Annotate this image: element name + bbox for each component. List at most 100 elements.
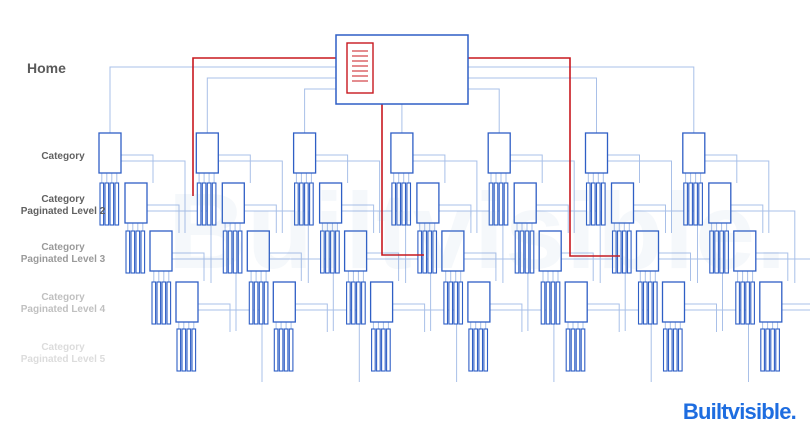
pagination-link-line <box>172 252 205 281</box>
deep-link-line <box>704 160 770 233</box>
pagination-link-line <box>684 303 717 332</box>
paginated-product-bar <box>765 328 770 372</box>
pagination-link-line <box>412 154 446 183</box>
paginated-product-bar <box>770 328 775 372</box>
deep-link-line <box>781 309 810 311</box>
paginated-product-bar <box>550 281 556 325</box>
category-page-box <box>584 132 609 174</box>
paginated-product-bar <box>320 230 325 274</box>
paginated-product-bar <box>386 328 391 372</box>
paginated-page-box <box>221 182 245 224</box>
pagination-link-line <box>536 204 569 233</box>
paginated-product-bar <box>760 328 765 372</box>
category-product-bar <box>698 182 703 226</box>
paginated-page-box <box>416 182 440 224</box>
paginated-product-bar <box>140 230 146 274</box>
paginated-product-bar <box>273 328 279 372</box>
category-page-box <box>292 132 317 174</box>
paginated-product-bar <box>432 230 438 274</box>
paginated-product-bar <box>325 230 330 274</box>
paginated-product-bar <box>166 281 172 325</box>
paginated-page-box <box>369 281 394 323</box>
paginated-product-bar <box>227 230 233 274</box>
home-to-category-line <box>304 88 336 133</box>
deep-link-line <box>218 160 283 233</box>
home-to-category-line <box>468 88 500 133</box>
paginated-page-box <box>175 281 199 323</box>
paginated-product-bar <box>351 281 356 325</box>
home-label: Home <box>27 60 66 76</box>
paginated-product-bar <box>473 328 479 372</box>
paginated-page-box <box>661 281 686 323</box>
category-product-bar <box>206 182 212 226</box>
paginated-page-box <box>272 281 296 323</box>
category-page-box <box>487 132 511 174</box>
category-product-bar <box>503 182 509 226</box>
paginated-page-box <box>246 230 270 272</box>
paginated-product-bar <box>652 281 658 325</box>
deep-link-line <box>510 160 575 233</box>
pagination-link-line <box>658 252 691 281</box>
paginated-product-bar <box>637 281 643 325</box>
level-label-paginated-3: Category Paginated Level 3 <box>20 242 106 265</box>
pagination-link-line <box>218 154 251 183</box>
deep-link-line <box>755 258 810 260</box>
home-to-category-line <box>109 66 336 133</box>
home-to-category-line <box>468 66 695 133</box>
paginated-page-box <box>513 182 537 224</box>
level-label-paginated-2: Category Paginated Level 2 <box>20 194 106 217</box>
paginated-product-bar <box>335 230 340 274</box>
paginated-product-bar <box>555 281 561 325</box>
paginated-page-box <box>564 281 588 323</box>
paginated-product-bar <box>176 328 182 372</box>
paginated-product-bar <box>714 230 719 274</box>
paginated-product-bar <box>422 230 428 274</box>
deep-link-line <box>315 160 381 233</box>
paginated-product-bar <box>156 281 162 325</box>
pagination-link-line <box>510 154 543 183</box>
paginated-product-bar <box>709 230 714 274</box>
paginated-product-bar <box>647 281 653 325</box>
category-product-bar <box>488 182 494 226</box>
pagination-link-line <box>269 252 302 281</box>
paginated-product-bar <box>570 328 576 372</box>
paginated-product-bar <box>253 281 259 325</box>
paginated-page-box <box>538 230 562 272</box>
pagination-link-line <box>607 154 640 183</box>
builtvisible-logo: Builtvisible. <box>682 399 797 424</box>
paginated-product-bar <box>667 328 673 372</box>
pagination-link-line <box>147 204 180 233</box>
paginated-product-bar <box>288 328 294 372</box>
paginated-product-bar <box>677 328 683 372</box>
paginated-page-box <box>467 281 491 323</box>
paginated-product-bar <box>540 281 546 325</box>
pagination-link-line <box>198 303 231 332</box>
deep-link-line <box>607 160 672 233</box>
paginated-product-bar <box>514 230 520 274</box>
highlight-path-line <box>192 57 620 257</box>
category-product-bar <box>693 182 698 226</box>
pagination-link-line <box>244 204 277 233</box>
paginated-product-bar <box>524 230 530 274</box>
paginated-product-bar <box>483 328 489 372</box>
level-label-paginated-5: Category Paginated Level 5 <box>20 342 106 365</box>
paginated-product-bar <box>745 281 750 325</box>
category-product-bar <box>401 182 407 226</box>
paginated-product-bar <box>417 230 423 274</box>
category-product-bar <box>304 182 309 226</box>
paginated-product-bar <box>135 230 141 274</box>
paginated-product-bar <box>775 328 780 372</box>
paginated-product-bar <box>232 230 238 274</box>
paginated-product-bar <box>191 328 197 372</box>
paginated-product-bar <box>662 328 668 372</box>
paginated-product-bar <box>130 230 136 274</box>
pagination-link-line <box>438 204 472 233</box>
paginated-product-bar <box>222 230 228 274</box>
paginated-product-bar <box>458 281 464 325</box>
paginated-product-bar <box>151 281 157 325</box>
pagination-link-line <box>295 303 328 332</box>
paginated-product-bar <box>750 281 755 325</box>
paginated-product-bar <box>376 328 381 372</box>
paginated-product-bar <box>575 328 581 372</box>
paginated-product-bar <box>580 328 586 372</box>
